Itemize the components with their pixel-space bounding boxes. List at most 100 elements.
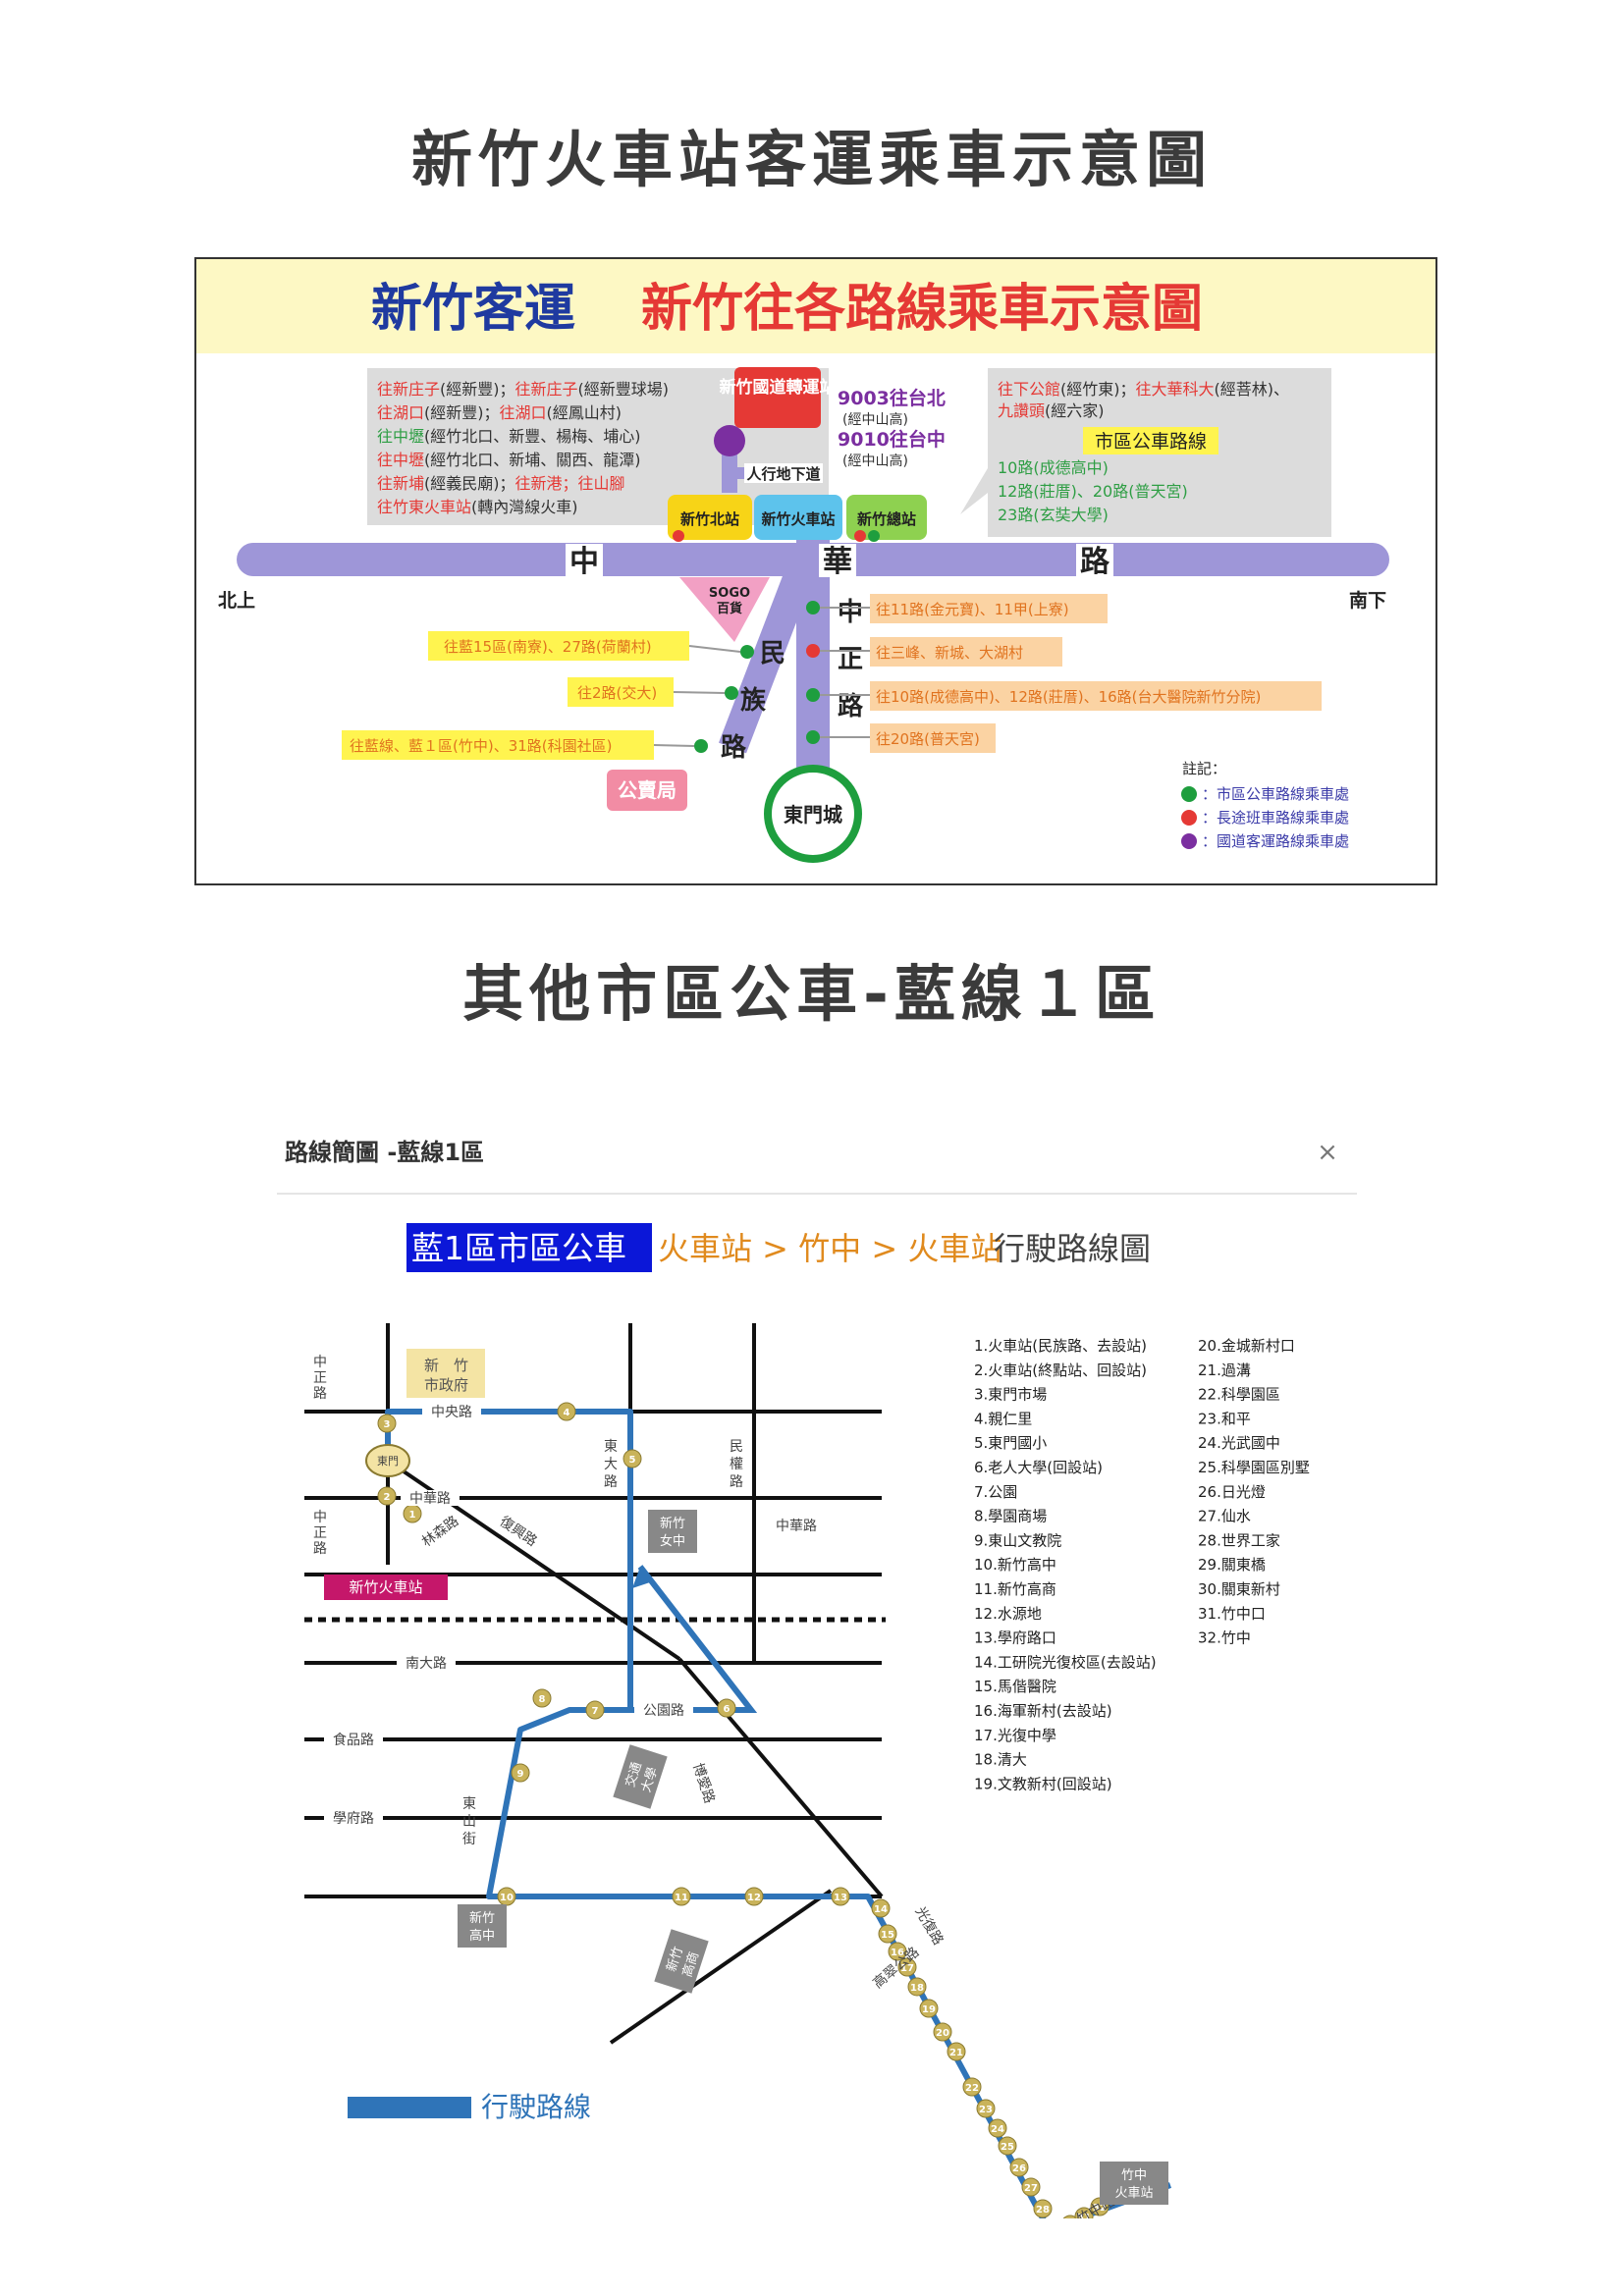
city-bus-route: 23路(玄奘大學) bbox=[998, 506, 1109, 524]
stop-list-item: 14.工研院光復校區(去設站) bbox=[974, 1653, 1157, 1671]
stop-list-item: 4.親仁里 bbox=[974, 1410, 1032, 1427]
route-stop-marker bbox=[988, 2118, 1007, 2138]
route-stop-number: 27 bbox=[1024, 2183, 1038, 2194]
page-title-blue-line: 其他市區公車-藍線１區 bbox=[462, 958, 1162, 1030]
svg-text:路: 路 bbox=[313, 1386, 327, 1402]
svg-text:路: 路 bbox=[604, 1474, 618, 1490]
road-fuxing-label: 復興路 bbox=[497, 1513, 540, 1550]
road-zhonghua-label: 中華路 bbox=[409, 1491, 451, 1507]
route-diagram: 路線簡圖 -藍線1區 × 藍1區市區公車 火車站 > 竹中 > 火車站 行駛路線… bbox=[277, 1138, 1357, 2218]
road-boai-label: 博愛路 bbox=[689, 1761, 718, 1805]
station-hsinchu: 新竹火車站 bbox=[761, 510, 835, 528]
stop-list-item: 22.科學園區 bbox=[1198, 1386, 1280, 1404]
route-stop-marker bbox=[1009, 2158, 1029, 2177]
road-dongshan-char: 東 bbox=[462, 1796, 476, 1812]
station-main: 新竹總站 bbox=[857, 510, 916, 528]
jiaoda-label: 交通 bbox=[623, 1760, 645, 1789]
company-heading: 新竹客運 bbox=[371, 280, 575, 339]
stop-list-item: 1.火車站(民族路、去設站) bbox=[974, 1337, 1147, 1355]
zhongzheng-stop-label: 往10路(成德高中)、12路(莊厝)、16路(台大醫院新竹分院) bbox=[876, 688, 1261, 706]
dongmen-label: 東門城 bbox=[784, 803, 842, 827]
svg-text:正: 正 bbox=[313, 1370, 327, 1386]
svg-text:女中: 女中 bbox=[660, 1533, 685, 1549]
south-label: 南下 bbox=[1349, 590, 1386, 612]
right-routes-line1: 往下公館(經竹東)；往大華科大(經菩林)、 bbox=[998, 380, 1289, 399]
route-stop-marker bbox=[744, 1887, 764, 1906]
route-stop-marker bbox=[1021, 2177, 1041, 2197]
route-stop-number: 12 bbox=[747, 1893, 761, 1903]
stop-list-item: 5.東門國小 bbox=[974, 1434, 1047, 1452]
road-linsen-label: 林森路 bbox=[419, 1514, 461, 1551]
svg-text:市政府: 市政府 bbox=[424, 1376, 468, 1394]
girls-school-label: 新竹 bbox=[660, 1516, 685, 1531]
stop-list-item: 27.仙水 bbox=[1198, 1508, 1251, 1525]
road-shipin-label: 食品路 bbox=[333, 1732, 374, 1748]
svg-text:路: 路 bbox=[730, 1474, 743, 1490]
route-stop-marker bbox=[871, 1898, 891, 1918]
svg-text:山: 山 bbox=[462, 1814, 476, 1830]
legend-dot bbox=[1181, 833, 1197, 849]
long-route-line: 往中壢(經竹北口、新豐、楊梅、埔心) bbox=[377, 427, 641, 446]
road-minzu-char: 族 bbox=[740, 685, 767, 716]
highway-route: 9010往台中 bbox=[838, 428, 946, 451]
road-zhongzheng-char: 中 bbox=[313, 1355, 327, 1370]
stop-list-item: 30.關東新村 bbox=[1198, 1580, 1280, 1598]
banner-route-path: 火車站 > 竹中 > 火車站 bbox=[658, 1230, 1001, 1267]
route-stop-number: 17 bbox=[900, 1963, 914, 1974]
page-title-bus-boarding: 新竹火車站客運乘車示意圖 bbox=[410, 124, 1213, 195]
close-icon[interactable]: × bbox=[1317, 1138, 1338, 1167]
route-stop-number: 3 bbox=[384, 1419, 391, 1430]
stop-list-item: 11.新竹高商 bbox=[974, 1580, 1056, 1598]
station-north: 新竹北站 bbox=[680, 510, 739, 528]
legend-dot bbox=[1181, 786, 1197, 802]
stop-list-item: 26.日光燈 bbox=[1198, 1483, 1266, 1501]
route-stop-number: 20 bbox=[936, 2028, 949, 2039]
stop-list-item: 10.新竹高中 bbox=[974, 1556, 1056, 1574]
svg-text:正: 正 bbox=[313, 1525, 327, 1541]
stop-list-item: 17.光復中學 bbox=[974, 1727, 1056, 1744]
highway-route: 9003往台北 bbox=[838, 387, 946, 409]
stop-list-item: 8.學園商場 bbox=[974, 1508, 1047, 1525]
route-stop-number: 31 bbox=[1077, 2213, 1091, 2218]
legend-dot bbox=[1181, 810, 1197, 826]
svg-text:(經中山高): (經中山高) bbox=[842, 453, 908, 469]
road-zhongzheng-char: 正 bbox=[838, 645, 863, 674]
route-stop-number: 23 bbox=[979, 2105, 993, 2115]
route-stop-number: 5 bbox=[629, 1455, 636, 1466]
route-stop-marker bbox=[623, 1449, 642, 1468]
post-office-label: 公賣局 bbox=[618, 778, 677, 802]
route-stop-marker bbox=[998, 2136, 1017, 2156]
route-stop-marker bbox=[878, 1924, 897, 1944]
route-stop-marker bbox=[888, 1942, 907, 1961]
svg-text:(經中山高): (經中山高) bbox=[842, 411, 908, 428]
long-distance-routes-box: 往新庄子(經新豐)；往新庄子(經新豐球場)往湖口(經新豐)；往湖口(經鳳山村)往… bbox=[377, 380, 669, 516]
stop-list-item: 25.科學園區別墅 bbox=[1198, 1459, 1310, 1476]
route-stop-number: 8 bbox=[539, 1694, 546, 1705]
underpass-label: 人行地下道 bbox=[746, 465, 820, 483]
city-bus-label: 市區公車路線 bbox=[1095, 431, 1207, 453]
road-zhonghua-label: 中華路 bbox=[776, 1519, 817, 1534]
long-route-line: 往竹東火車站(轉內灣線火車) bbox=[377, 498, 578, 516]
svg-text:高商: 高商 bbox=[679, 1949, 702, 1979]
banner-route-name: 藍1區市區公車 bbox=[411, 1229, 626, 1267]
road-minquan-char: 民 bbox=[730, 1439, 743, 1455]
sogo-label: SOGO bbox=[709, 586, 750, 601]
diagram-heading: 新竹往各路線乘車示意圖 bbox=[641, 280, 1203, 339]
svg-text:百貨: 百貨 bbox=[717, 601, 742, 616]
route-stop-number: 32 bbox=[1093, 2203, 1107, 2214]
stop-list-item: 7.公園 bbox=[974, 1483, 1017, 1501]
stop-list-item: 3.東門市場 bbox=[974, 1386, 1047, 1404]
right-routes-line2: 九讚頭(經六家) bbox=[998, 401, 1105, 420]
stop-list-item: 28.世界工家 bbox=[1198, 1531, 1280, 1549]
route-stop-marker bbox=[933, 2022, 952, 2042]
stop-list-item: 9.東山文教院 bbox=[974, 1531, 1061, 1549]
svg-text:大: 大 bbox=[604, 1457, 618, 1472]
route-stop-number: 24 bbox=[991, 2124, 1004, 2135]
route-stop-number: 11 bbox=[675, 1893, 688, 1903]
city-bus-route: 10路(成德高中) bbox=[998, 458, 1109, 477]
road-zhongyang-label: 中央路 bbox=[431, 1405, 472, 1420]
svg-text:街: 街 bbox=[462, 1832, 476, 1847]
route-stop-marker bbox=[717, 1698, 736, 1718]
route-stop-number: 7 bbox=[592, 1706, 599, 1717]
route-stop-marker bbox=[1062, 2215, 1078, 2218]
